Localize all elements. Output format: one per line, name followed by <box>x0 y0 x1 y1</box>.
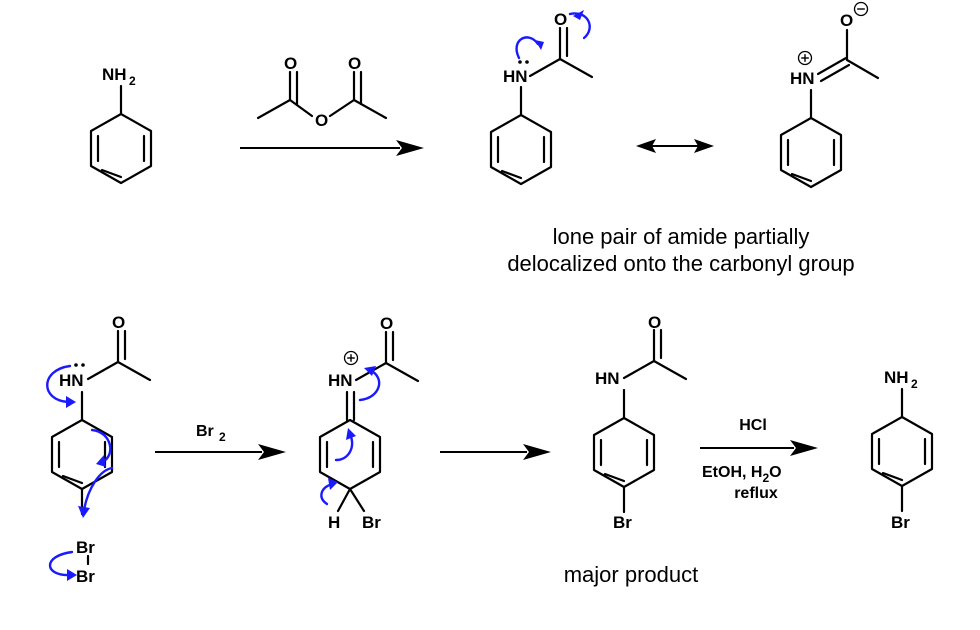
bromine-reagent-label: Br <box>196 423 214 440</box>
acetic-anhydride: O O O <box>256 54 388 130</box>
sigma-nitrogen-label: HN <box>328 371 353 390</box>
anhydride-oxygen-1: O <box>284 54 297 73</box>
bromine-atom-1: Br <box>76 538 95 557</box>
resonance-arrow <box>636 139 714 153</box>
reaction-arrow-hydrolysis: HCl EtOH, H2O reflux <box>700 417 818 502</box>
acetanilide-resonance-2: HN O <box>779 1 880 189</box>
product-nitrogen-label: HN <box>595 369 620 388</box>
sigma-carbonyl-oxygen: O <box>380 314 393 333</box>
ring-pi-arrow-1 <box>90 428 112 464</box>
bromine-atom-2: Br <box>76 567 95 586</box>
nitrogen-lone-pair-arrow <box>46 364 72 404</box>
acetanilide-nucleophile: HN O Br Br <box>46 313 152 586</box>
amine-label: NH <box>102 65 127 84</box>
p-bromoaniline: NH 2 Br <box>870 368 934 532</box>
nucleophile-nitrogen-label: HN <box>59 371 84 390</box>
amine-subscript: 2 <box>129 74 136 88</box>
anhydride-bridge-oxygen: O <box>315 111 328 130</box>
p-bromoacetanilide: HN O Br <box>592 313 688 532</box>
reaction-arrow-acetylation <box>240 140 424 156</box>
product-carbonyl-oxygen: O <box>648 313 661 332</box>
iminium-arrow <box>358 368 381 402</box>
final-amine-label: NH <box>884 368 909 387</box>
ring-pi-arrow-2 <box>82 466 114 512</box>
acid-reagent-label: HCl <box>739 417 767 434</box>
final-bromine-label: Br <box>891 513 910 532</box>
reaction-arrow-bromination: Br 2 <box>155 423 286 460</box>
solvent-label: EtOH, H2O <box>702 464 782 485</box>
anhydride-oxygen-2: O <box>348 54 361 73</box>
major-product-caption: major product <box>564 562 699 587</box>
aniline-molecule: NH 2 <box>89 65 153 185</box>
resonance-caption-line-2: delocalized onto the carbonyl group <box>507 251 854 276</box>
iminium-nitrogen-label: HN <box>790 69 815 88</box>
bromine-reagent-subscript: 2 <box>219 430 226 444</box>
lone-pair-arrow <box>515 36 540 60</box>
amide-nitrogen-label: HN <box>503 67 528 86</box>
acetanilide-resonance-1: HN O <box>489 10 594 186</box>
oxide-label: O <box>840 11 853 30</box>
heat-condition-label: reflux <box>734 485 778 502</box>
bromine-bond-arrow <box>49 550 74 577</box>
sigma-complex-intermediate: HN O H Br <box>318 314 420 532</box>
nucleophile-carbonyl-oxygen: O <box>112 313 125 332</box>
pi-bond-arrow <box>568 12 591 40</box>
resonance-caption-line-1: lone pair of amide partially <box>553 224 810 249</box>
product-bromine-label: Br <box>613 513 632 532</box>
reaction-arrow-rearomatization <box>440 444 551 460</box>
final-amine-subscript: 2 <box>911 377 918 391</box>
sigma-bromine-label: Br <box>362 513 381 532</box>
sigma-hydrogen-label: H <box>328 513 340 532</box>
carbonyl-oxygen-label: O <box>554 10 567 29</box>
